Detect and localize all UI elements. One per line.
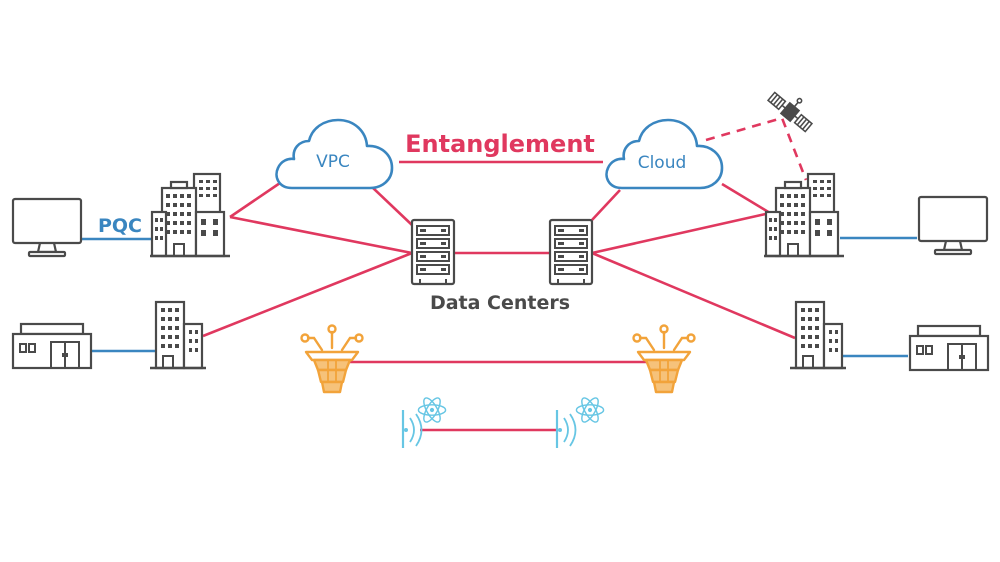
server-rack-icon	[410, 218, 456, 286]
link-tower-dc-left	[202, 251, 413, 338]
link-dc-right-tower	[591, 251, 796, 340]
atom-icon	[417, 394, 447, 426]
link-vpc-dc-left	[371, 186, 413, 226]
storefront-icon	[11, 322, 93, 370]
data-centers-label: Data Centers	[430, 292, 570, 314]
storefront-icon	[908, 324, 990, 372]
link-dc-right-cloud	[591, 189, 621, 221]
pqc-label: PQC	[98, 215, 142, 237]
office-tower-icon	[148, 300, 208, 370]
vpc-label: VPC	[316, 152, 350, 172]
office-tower-icon	[788, 300, 848, 370]
link-office-dc-left	[229, 215, 413, 255]
quantum-processor-icon	[300, 324, 364, 394]
cloud-label: Cloud	[638, 153, 687, 173]
atom-icon	[575, 394, 605, 426]
office-building-icon	[150, 172, 230, 258]
monitor-icon	[11, 197, 83, 258]
satellite-icon	[766, 86, 816, 134]
link-office-vpc	[229, 181, 281, 219]
server-rack-icon	[548, 218, 594, 286]
atom-sensor-left	[401, 394, 447, 448]
entanglement-links	[202, 116, 808, 432]
atom-sensor-right	[555, 394, 605, 448]
pqc-links	[82, 236, 917, 358]
monitor-icon	[917, 195, 989, 256]
link-dc-right-office	[591, 211, 771, 255]
office-building-icon	[764, 172, 844, 258]
quantum-processor-icon	[632, 324, 696, 394]
link-cloud-office	[721, 182, 771, 215]
entanglement-label: Entanglement	[405, 130, 595, 158]
